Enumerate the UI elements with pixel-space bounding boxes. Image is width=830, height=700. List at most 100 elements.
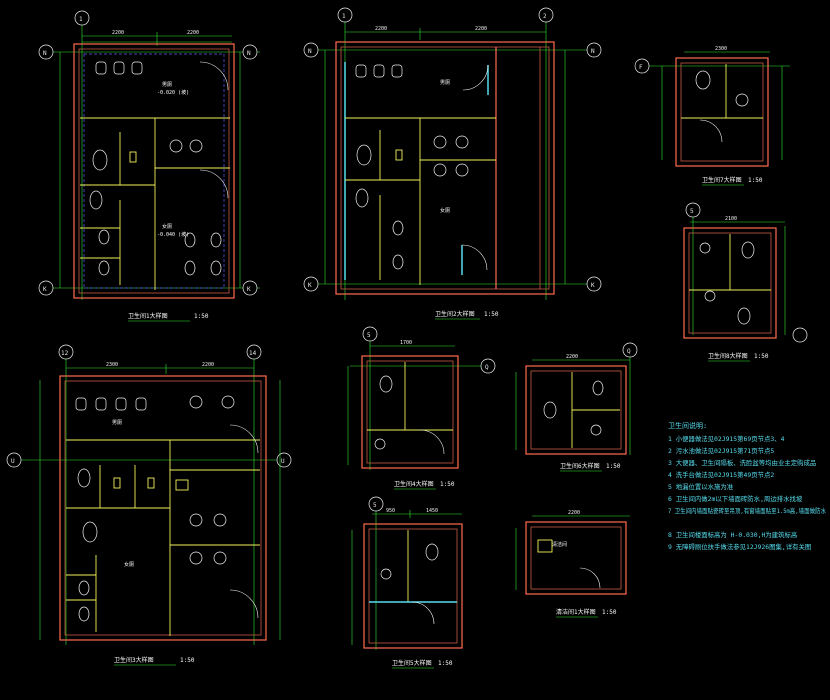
wall-outer — [525, 365, 627, 455]
toilet-2 — [355, 188, 369, 208]
grid-bubble-U-left — [6, 452, 22, 468]
dim-text-top-1: 2200 — [375, 26, 387, 32]
toilet-2 — [592, 380, 604, 396]
plan-toilet-1[interactable]: 1 N N K K 2200 2200 — [38, 10, 260, 322]
dim-text-top: 2300 — [715, 46, 727, 52]
plan-toilet-8[interactable]: 5 2100 卫生间8大样图 1:50 — [683, 202, 808, 362]
plan-9-title: 清洁间1大样图 — [556, 608, 596, 616]
wall-outer — [525, 521, 627, 595]
toilet-2 — [737, 307, 751, 325]
basin-3 — [433, 163, 447, 177]
wall-outer — [335, 41, 555, 295]
dim-text-top-2: 2200 — [475, 26, 487, 32]
wall-inner — [368, 528, 458, 644]
plan-8-title: 卫生间8大样图 — [708, 352, 748, 360]
dim-text-top-1: 2200 — [112, 30, 124, 36]
note-9: 9 无障碍厕位扶手做法参见12J926图集,详有关图 — [668, 542, 811, 551]
door-swing-1 — [461, 244, 488, 271]
basin-2 — [455, 135, 469, 149]
plan-toilet-3[interactable]: 12 14 U U 2300 2200 — [6, 344, 292, 666]
toilet-4 — [98, 260, 110, 276]
wall-inner — [680, 62, 764, 162]
plan-toilet-7[interactable]: F 2300 卫生间7大样图 1:50 — [634, 46, 790, 186]
basin-6 — [213, 551, 227, 565]
note-2: 2 污水池做法见02J915第71页节点5 — [668, 446, 774, 455]
note-7: 7 卫生间内墙面贴瓷砖至吊顶,有窗墙面贴至1.5m高,墙面做防水 — [668, 506, 827, 515]
plan-6-title: 卫生间6大样图 — [560, 462, 600, 470]
floor-drain — [704, 290, 716, 302]
wall-outer — [361, 355, 459, 469]
level-1: -0.020 (坡) — [157, 89, 189, 96]
grid-label-14: 14 — [249, 350, 257, 357]
wall-inner — [530, 526, 622, 590]
toilet-1 — [77, 468, 91, 488]
door-swing — [699, 119, 723, 143]
dim-text-top-1: 2300 — [106, 362, 118, 368]
door-swing — [579, 567, 601, 589]
basin — [699, 242, 711, 254]
plan-4-title: 卫生间4大样图 — [394, 480, 434, 488]
basin-3 — [189, 513, 203, 527]
mop-1 — [113, 477, 121, 489]
grid-bubble-1 — [74, 10, 90, 26]
plan-1-scale: 1:50 — [194, 313, 209, 320]
basin-2 — [189, 139, 203, 153]
wall-outer — [73, 43, 235, 299]
basin-4 — [455, 163, 469, 177]
plan-5-title: 卫生间5大样图 — [392, 659, 432, 667]
wall-inner — [64, 380, 262, 636]
toilet — [379, 375, 393, 393]
grid-label-1: 1 — [342, 13, 346, 20]
plan-toilet-5[interactable]: 5 950 1450 卫生间5大样图 1:50 — [351, 496, 463, 669]
dim-text-top-2: 2200 — [202, 362, 214, 368]
grid-bubble-2 — [538, 7, 554, 23]
grid-label-U-left: U — [11, 458, 15, 465]
toilet-3 — [98, 229, 110, 245]
urinal-3 — [391, 64, 403, 78]
toilet-1 — [92, 149, 108, 171]
grid-label-5: 5 — [367, 332, 371, 339]
toilet-3 — [78, 606, 90, 622]
basin — [590, 424, 602, 436]
dim-text-top-2: 2200 — [187, 30, 199, 36]
grid-label-N-left: N — [43, 50, 47, 57]
note-5: 5 地漏位置以水施为准 — [668, 482, 734, 491]
toilet-notes: 卫生间说明: 1 小便器做法见02J915第69页节点3、4 2 污水池做法见0… — [668, 421, 827, 551]
dim-text-top-2: 1450 — [426, 508, 438, 514]
toilet-3 — [392, 220, 404, 236]
plan-7-title: 卫生间7大样图 — [702, 176, 742, 184]
room-label-cleaning: 清洁间 — [552, 541, 567, 548]
plan-toilet-4[interactable]: 5 Q 1700 卫生间4大样图 1:50 — [347, 326, 496, 490]
plan-2-scale: 1:50 — [484, 311, 499, 318]
toilet-7 — [184, 260, 196, 276]
plan-6-scale: 1:50 — [606, 463, 621, 470]
room-label-men: 男厕 — [112, 420, 122, 426]
basin-1 — [189, 395, 203, 409]
plan-cleaning-room-1[interactable]: 2200 清洁间 清洁间1大样图 1:50 — [515, 510, 630, 618]
note-6: 6 卫生间内做2m以下墙面砖防水,周边排水找坡 — [668, 494, 803, 503]
grid-label-N-right: N — [591, 48, 595, 55]
basin-4 — [213, 513, 227, 527]
grid-bubble-K-right — [242, 280, 258, 296]
wall-outer — [683, 227, 777, 339]
plan-3-scale: 1:50 — [180, 657, 195, 664]
basin — [380, 568, 392, 580]
room-label-women: 女厕 — [440, 207, 450, 214]
toilet-1 — [543, 401, 557, 419]
urinal-1 — [355, 64, 367, 78]
wall-inner — [530, 370, 622, 450]
grid-label-K-left: K — [43, 286, 47, 293]
grid-bubble-K-left — [303, 276, 319, 292]
grid-bubble-F — [634, 58, 650, 74]
grid-bubble-end — [792, 327, 808, 343]
plan-1-title: 卫生间1大样图 — [128, 312, 168, 320]
plan-toilet-6[interactable]: Q 2200 卫生间6大样图 1:50 — [515, 342, 638, 472]
mop-sink — [175, 479, 189, 491]
basin-1 — [169, 139, 183, 153]
wall-outer — [363, 523, 463, 649]
plan-toilet-2[interactable]: 1 2 N N K K 2200 2200 — [303, 7, 602, 320]
door-swing — [411, 601, 435, 625]
grid-bubble-K-left — [38, 280, 54, 296]
grid-label-5: 5 — [373, 502, 377, 509]
basin — [374, 438, 386, 450]
